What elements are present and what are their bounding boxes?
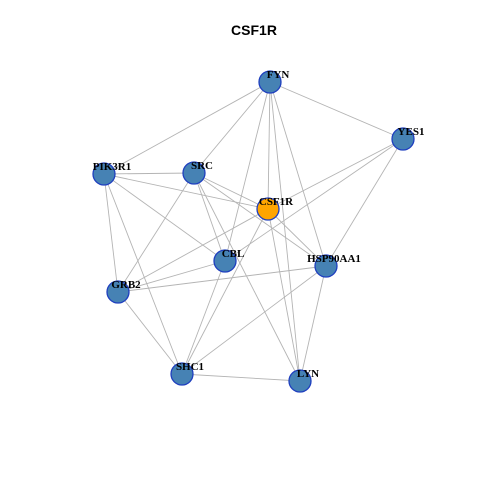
node-label-pik3r1: PIK3R1	[93, 161, 132, 173]
edge-fyn-csf1r	[267, 81, 271, 210]
node-label-fyn: FYN	[267, 69, 290, 81]
graph-title: CSF1R	[231, 22, 277, 38]
edge-pik3r1-src	[103, 172, 195, 175]
node-circle-yes1	[391, 127, 415, 151]
edge-src-grb2	[117, 172, 195, 293]
edge-src-hsp90aa1	[193, 172, 327, 267]
node-label-shc1: SHC1	[176, 361, 204, 373]
edge-pik3r1-shc1	[103, 173, 183, 375]
edge-hsp90aa1-lyn	[299, 265, 327, 382]
edge-csf1r-lyn	[267, 208, 301, 382]
node-circle-shc1	[170, 362, 194, 386]
edge-fyn-pik3r1	[103, 81, 271, 175]
node-grb2: GRB2	[106, 279, 141, 304]
node-pik3r1: PIK3R1	[92, 161, 132, 186]
node-label-grb2: GRB2	[111, 279, 141, 291]
node-circle-lyn	[288, 369, 312, 393]
node-label-lyn: LYN	[297, 368, 319, 380]
edge-pik3r1-grb2	[103, 173, 119, 293]
node-label-csf1r: CSF1R	[259, 196, 294, 208]
edge-csf1r-grb2	[117, 208, 269, 293]
node-label-src: SRC	[191, 160, 213, 172]
node-circle-src	[182, 161, 206, 185]
edge-fyn-cbl	[224, 81, 271, 262]
edge-fyn-hsp90aa1	[269, 81, 327, 267]
edge-fyn-lyn	[269, 81, 301, 382]
edge-grb2-hsp90aa1	[117, 265, 327, 293]
node-label-hsp90aa1: HSP90AA1	[307, 253, 361, 265]
node-circle-pik3r1	[92, 162, 116, 186]
node-fyn: FYN	[258, 69, 290, 94]
node-circle-grb2	[106, 280, 130, 304]
node-shc1: SHC1	[170, 361, 204, 386]
edge-yes1-cbl	[224, 138, 404, 262]
node-src: SRC	[182, 160, 213, 185]
node-label-yes1: YES1	[398, 126, 425, 138]
edge-csf1r-shc1	[181, 208, 269, 375]
edge-shc1-hsp90aa1	[181, 265, 327, 375]
node-circle-fyn	[258, 70, 282, 94]
edge-csf1r-hsp90aa1	[267, 208, 327, 267]
edge-cbl-grb2	[117, 260, 226, 293]
edge-cbl-shc1	[181, 260, 226, 375]
edge-yes1-hsp90aa1	[325, 138, 404, 267]
node-label-cbl: CBL	[222, 248, 245, 260]
edge-fyn-src	[193, 81, 271, 174]
node-circle-csf1r	[256, 197, 280, 221]
edge-pik3r1-cbl	[103, 173, 226, 262]
edge-shc1-lyn	[181, 373, 301, 382]
node-lyn: LYN	[288, 368, 319, 393]
edge-pik3r1-csf1r	[103, 173, 269, 210]
node-cbl: CBL	[213, 248, 245, 273]
node-circle-hsp90aa1	[314, 254, 338, 278]
edge-yes1-csf1r	[267, 138, 404, 210]
edge-fyn-yes1	[269, 81, 404, 140]
edge-src-csf1r	[193, 172, 269, 210]
edge-src-lyn	[193, 172, 301, 382]
edge-src-cbl	[193, 172, 226, 262]
node-csf1r: CSF1R	[256, 196, 294, 221]
edge-layer	[103, 81, 404, 382]
node-hsp90aa1: HSP90AA1	[307, 253, 361, 278]
edge-grb2-shc1	[117, 291, 183, 375]
node-yes1: YES1	[391, 126, 425, 151]
node-circle-cbl	[213, 249, 237, 273]
